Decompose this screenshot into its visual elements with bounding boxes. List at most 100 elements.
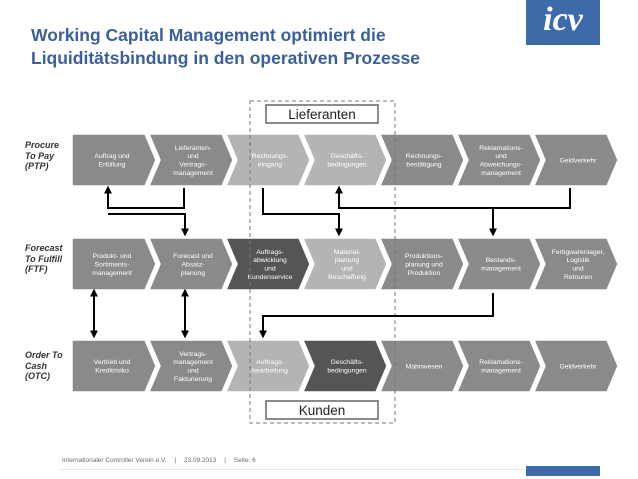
chevron-label-line: Logistik	[566, 257, 590, 264]
chevron-ftf-7	[532, 237, 619, 291]
chevron-ftf-6	[455, 237, 542, 291]
row-label-ptp: Procure To Pay (PTP)	[25, 140, 59, 172]
chevron-label-line: Fakturierung	[174, 376, 212, 383]
chevron-label-line: Geldverkehr	[559, 157, 597, 164]
chevron-label-line: bedingungen	[327, 162, 367, 169]
customer-box	[265, 400, 379, 420]
row-label-ftf-line-1: Forecast	[25, 243, 63, 253]
chevron-ftf-3	[224, 237, 311, 291]
chevron-label-line: Retouren	[564, 274, 592, 281]
chevron-label-line: Abweichungs-	[480, 162, 523, 169]
chevron-label-line: abwicklung	[253, 257, 287, 264]
footer-date: 23.09.2013	[183, 457, 217, 464]
row-label-otc-line-2: Cash	[25, 360, 48, 371]
chevron-label-line: management	[92, 270, 132, 277]
chevron-label-line: Vertrags-	[179, 351, 207, 358]
footer-divider	[60, 469, 526, 470]
chevron-label-line: eingang	[258, 162, 282, 169]
row-label-ptp-line-2: To Pay	[25, 150, 55, 161]
footer-separator-1: |	[174, 457, 177, 464]
chevron-label-line: Reklamations-	[479, 359, 522, 366]
row-label-ptp-line-1: Procure	[25, 140, 60, 150]
chevron-label-line: und	[572, 266, 584, 273]
chevron-ftf-5	[378, 237, 465, 291]
chevron-label-line: Produktions-	[405, 253, 443, 260]
chevron-label-line: planung und	[405, 261, 443, 268]
chevron-label-line: und	[187, 153, 199, 160]
connector-arrow-ftf1-ftf2	[108, 213, 189, 237]
connector-arrow-ptp4-ptp7	[335, 185, 571, 209]
chevron-label-line: Geschäfts-	[331, 153, 364, 160]
chevron-otc-7-label: Geldverkehr	[559, 363, 597, 370]
chevron-label-line: Absatz-	[181, 261, 204, 268]
chevron-label-line: Kundenservice	[248, 274, 293, 281]
chevron-otc-6	[455, 339, 542, 393]
chevron-label-line: Reklamations-	[479, 145, 522, 152]
chevron-label-line: Rechnungs-	[252, 153, 289, 160]
footer-separator-2: |	[224, 457, 226, 464]
chevron-label-line: und	[495, 153, 507, 160]
chevron-ptp-3	[224, 133, 311, 187]
footer-page: Seite: 6	[233, 457, 256, 464]
chevron-label-line: Fertigwarenlager,	[552, 249, 605, 256]
chevron-label-line: Material-	[334, 249, 360, 256]
customer-box-label: Kunden	[299, 403, 346, 418]
chevron-label-line: Produkt- und	[93, 253, 132, 260]
chevron-label-line: management	[481, 170, 521, 177]
chevron-label-line: und	[341, 266, 353, 273]
chevron-ftf-2	[147, 237, 234, 291]
chevron-otc-5	[378, 339, 465, 393]
chevron-label-line: Auftrags-	[256, 359, 284, 366]
icv-logo: icv	[526, 0, 600, 45]
chevron-ptp-5-label: Rechnungs-bestätigung	[406, 153, 443, 168]
row-label-otc-line-3: (OTC)	[25, 371, 50, 381]
row-label-ptp-line-3: (PTP)	[25, 161, 49, 171]
chevron-ftf-1	[71, 237, 157, 291]
chevron-label-line: Erfüllung	[99, 162, 126, 169]
icv-logo-text: icv	[543, 1, 583, 38]
chevron-ptp-5	[378, 133, 465, 187]
chevron-otc-1	[71, 339, 157, 393]
chevron-ptp-1	[71, 133, 157, 187]
chevron-ptp-3-label: Rechnungs-eingang	[252, 153, 289, 168]
chevron-otc-2	[147, 339, 234, 393]
chevron-otc-6-label: Reklamations-management	[479, 359, 522, 374]
supplier-box	[265, 104, 379, 124]
chevron-label-line: Rechnungs-	[406, 153, 443, 160]
chevron-label-line: Auftrags-	[256, 249, 284, 256]
chevron-label-line: bedingungen	[327, 368, 367, 375]
highlight-column-dashed-frame	[249, 100, 396, 424]
chevron-label-line: Produktion	[408, 270, 441, 277]
chevron-ptp-2	[147, 133, 234, 187]
connector-arrow-ptp1-ptp2	[104, 185, 185, 209]
chevron-label-line: Beschaffung	[328, 274, 366, 281]
chevron-ptp-6	[455, 133, 542, 187]
connector-arrow-ftf6-otc3	[259, 293, 494, 339]
chevron-label-line: Bestands-	[486, 257, 517, 264]
row-label-ftf: Forecast To Fulfill (FTF)	[25, 243, 63, 275]
chevron-label-line: bearbeitung	[252, 368, 288, 375]
chevron-ptp-7-label: Geldverkehr	[559, 157, 597, 164]
chevron-label-line: planung	[181, 270, 205, 277]
chevron-label-line: Vertrags-	[179, 162, 207, 169]
row-label-ftf-line-2: To Fulfill	[25, 253, 63, 264]
chevron-label-line: planung	[335, 257, 359, 264]
row-label-otc-line-1: Order To	[25, 350, 63, 360]
chevron-otc-3	[224, 339, 311, 393]
footer: Internationaler Controller Verein e.V. |…	[62, 457, 262, 464]
chevron-ftf-6-label: Bestands-management	[481, 257, 521, 272]
chevron-otc-7	[532, 339, 619, 393]
row-label-otc: Order To Cash (OTC)	[25, 350, 63, 382]
connector-arrow-ptp3-ftf4	[262, 188, 343, 237]
page-title-line-2: Liquiditätsbindung in den operativen Pro…	[31, 48, 420, 68]
